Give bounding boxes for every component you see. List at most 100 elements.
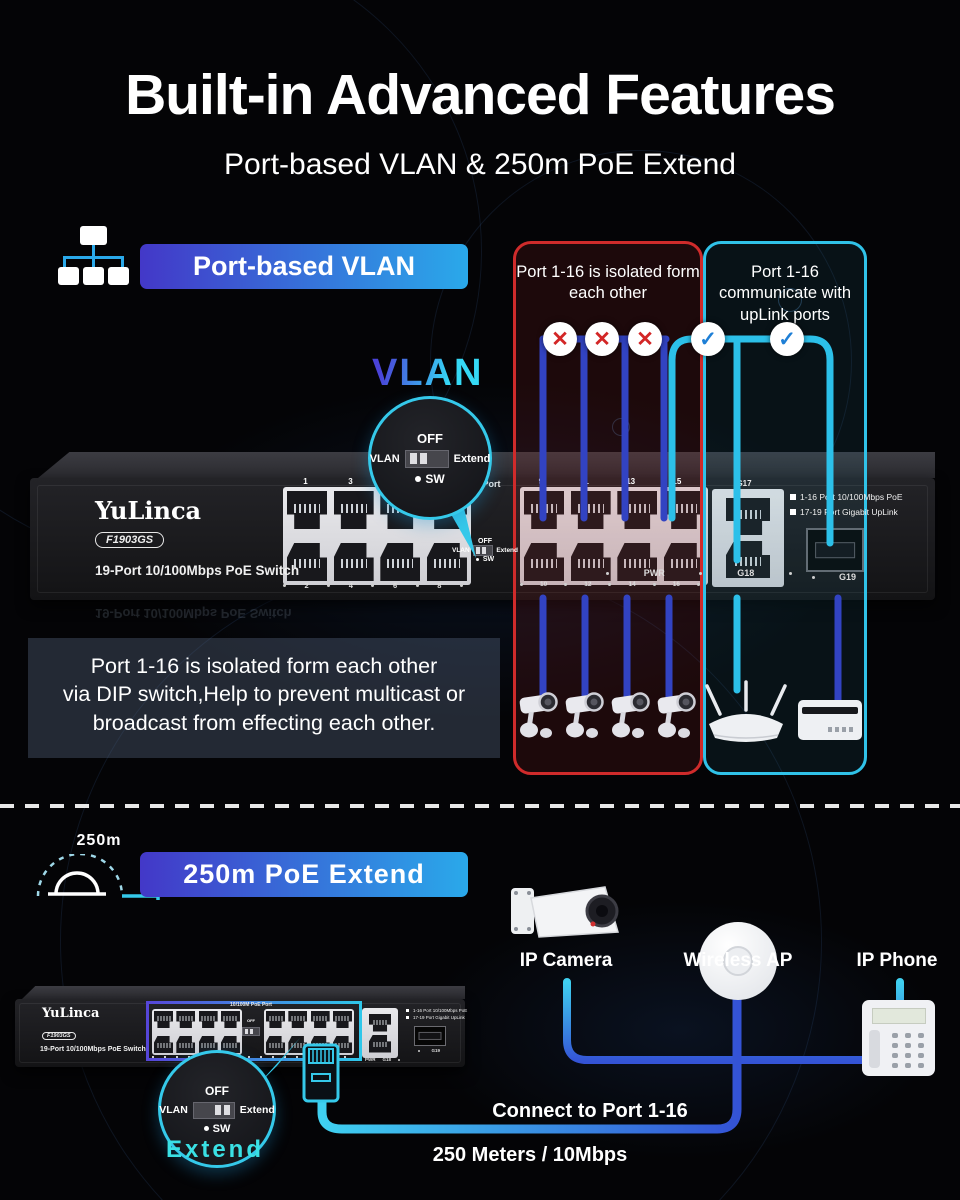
switch-name: 19-Port 10/100Mbps PoE Switch: [40, 1046, 146, 1053]
model-label: F1903GS: [95, 532, 165, 548]
cctv-camera-icon: [611, 692, 650, 738]
port-numbers-top-b: 9 11 13 15: [520, 477, 700, 486]
port-legend: 1-16 Port 10/100Mbps PoE 17-19 Port Giga…: [790, 492, 903, 517]
port-number: 16: [672, 581, 680, 588]
extend-banner: 250m PoE Extend: [140, 852, 468, 897]
port-number: 1: [303, 477, 308, 486]
uplink-top-label: G17: [736, 479, 752, 488]
dip-extend-label: Extend: [239, 1104, 275, 1116]
distance-value: 250m: [76, 832, 122, 849]
dip-off-label: OFF: [417, 430, 443, 446]
rj45-port: [380, 543, 421, 581]
phone-keypad: [888, 1030, 928, 1070]
brand-logo: YuLinca: [42, 1006, 100, 1021]
legend-line: 1-16 Port 10/100Mbps PoE: [800, 492, 903, 502]
legend-line: 17-19 Port Gigabit UpLink: [800, 507, 898, 517]
g19-label: G19: [838, 572, 856, 582]
check-badge: ✓: [770, 322, 804, 356]
rj45-connector-icon: [302, 1043, 340, 1103]
decor-circle: [612, 418, 630, 436]
cctv-camera-icon: [657, 692, 696, 738]
x-badge: ✕: [543, 322, 577, 356]
switch-reflection: 19-Port 10/100Mbps PoE Switch: [95, 606, 292, 621]
ip-phone-icon: [862, 1000, 935, 1076]
camera-group: [516, 686, 698, 744]
dip-vlan-label: VLAN: [369, 452, 400, 465]
vlan-info-box: Port 1-16 is isolated form each other vi…: [28, 638, 500, 758]
x-icon: ✕: [636, 327, 654, 351]
uplink-port-block-small: [362, 1008, 398, 1058]
dip-slider-vlan-position: [404, 449, 449, 468]
decor-circle: [778, 288, 802, 312]
port-number: 11: [580, 477, 589, 486]
port-number: 12: [584, 581, 592, 588]
wifi-router-icon: [705, 680, 787, 742]
page-title: Built-in Advanced Features: [125, 63, 836, 127]
dip-callout-vlan: OFF VLAN Extend SW: [368, 396, 492, 520]
model-badge: F1903GS: [42, 1024, 76, 1042]
sfp-slot-small: [414, 1026, 446, 1046]
section-divider: [0, 804, 960, 808]
g18-label: G18: [737, 568, 755, 578]
dip-sw-label: SW: [425, 471, 445, 486]
phone-screen: [872, 1008, 926, 1024]
check-icon: ✓: [778, 327, 796, 351]
isolated-zone-caption: Port 1-16 is isolated form each other: [516, 263, 700, 303]
check-badge: ✓: [691, 322, 725, 356]
g18-label: G18: [382, 1057, 391, 1062]
cctv-camera-icon: [565, 692, 604, 738]
rj45-port: [333, 491, 374, 529]
dip-slider-extend-position: [192, 1101, 235, 1119]
vlan-watermark: VLAN: [372, 352, 484, 394]
port-number: 15: [672, 477, 682, 486]
speed-text: 250 Meters / 10Mbps: [432, 1144, 628, 1166]
mini-pc-icon: [798, 700, 862, 740]
legend-square-icon: [406, 1009, 409, 1012]
dip-extend-label: Extend: [496, 547, 518, 554]
info-line: broadcast from effecting each other.: [92, 710, 436, 735]
dip-off-label: OFF: [478, 538, 492, 545]
pwr-g18-labels: PWR G18: [606, 568, 792, 578]
device-label-wireless-ap: Wireless AP: [683, 950, 793, 971]
x-badge: ✕: [628, 322, 662, 356]
g19-label: G19: [431, 1048, 440, 1053]
dip-vlan-label: VLAN: [452, 547, 470, 554]
model-badge: F1903GS: [95, 530, 165, 548]
device-label-ip-camera: IP Camera: [519, 950, 613, 971]
port-number: 10: [540, 581, 548, 588]
model-label: F1903GS: [42, 1032, 76, 1040]
legend-line: 1-16 Port 10/100Mbps PoE: [413, 1008, 468, 1013]
g19-label-row-small: G19: [418, 1048, 440, 1053]
dip-off-label: OFF: [205, 1083, 229, 1098]
device-label-ip-phone: IP Phone: [856, 950, 938, 971]
legend-line: 17-19 Port Gigabit UpLink: [413, 1015, 465, 1020]
network-topology-icon: [58, 226, 129, 292]
port-number: 9: [538, 477, 544, 486]
port-number: 4: [348, 581, 353, 590]
info-line: Port 1-16 is isolated form each other: [90, 654, 438, 678]
dip-vlan-label: VLAN: [159, 1104, 188, 1116]
legend-square-icon: [790, 509, 796, 515]
connect-text: Connect to Port 1-16: [492, 1100, 688, 1122]
g19-label-row: G19: [812, 572, 856, 582]
dip-slider: [472, 545, 494, 556]
port-legend-small: 1-16 Port 10/100Mbps PoE 17-19 Port Giga…: [406, 1008, 467, 1020]
rj45-port: [287, 491, 327, 529]
extend-mode-label: Extend: [165, 1136, 264, 1163]
dip-callout-extend: OFF VLAN Extend SW: [158, 1050, 276, 1168]
brand-logo: YuLinca: [95, 496, 202, 525]
port-number: 8: [437, 581, 442, 590]
rj45-port: [369, 1013, 391, 1032]
pwr-label: PWR: [364, 1057, 376, 1062]
legend-square-icon: [790, 494, 796, 500]
uplink-zone-caption: Port 1-16 communicate with upLink ports: [718, 263, 852, 324]
port-number: 13: [626, 477, 636, 486]
faceplate-dip-switch: OFF VLAN Extend SW: [452, 538, 518, 563]
led-row-b: 10 12 14 16: [520, 581, 700, 588]
rj45-port: [369, 1034, 391, 1053]
ip-camera-icon: [511, 886, 619, 938]
sfp-slot: [806, 528, 864, 572]
x-badge: ✕: [585, 322, 619, 356]
info-line: via DIP switch,Help to prevent multicast…: [62, 682, 466, 707]
